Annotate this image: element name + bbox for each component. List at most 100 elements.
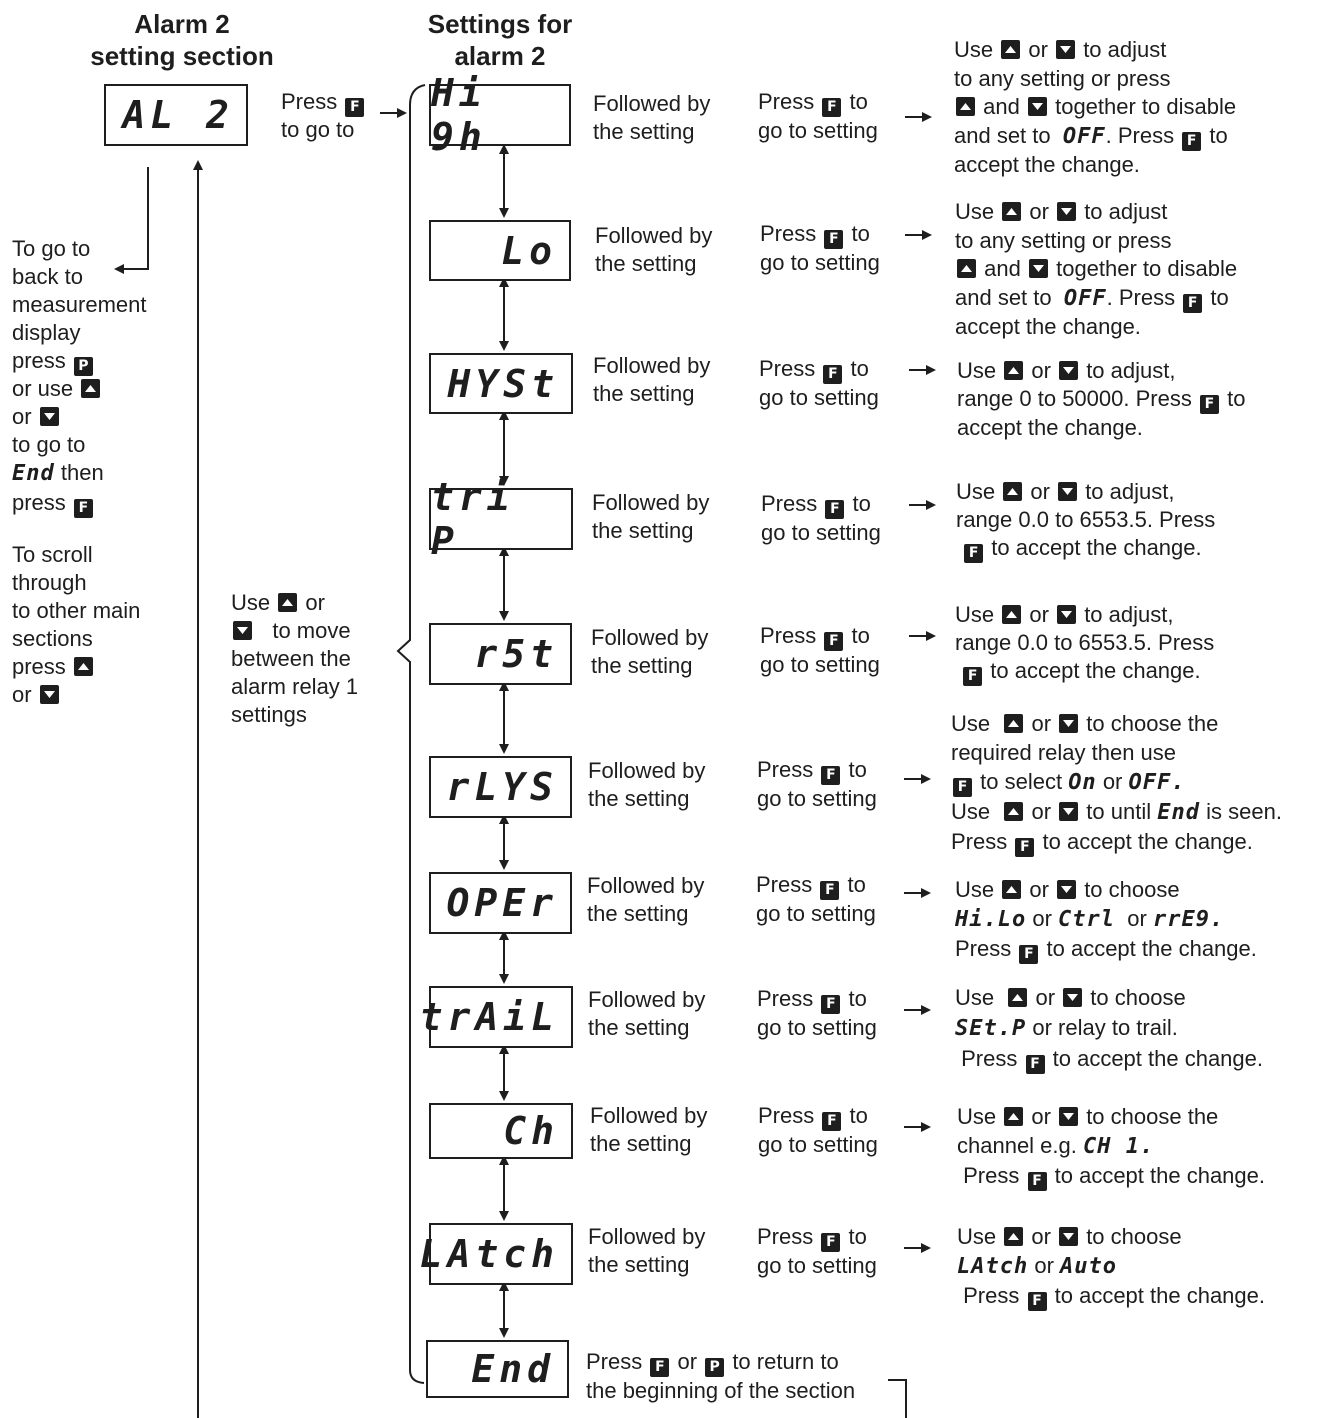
left-line: or xyxy=(12,681,61,709)
desc-word: or xyxy=(1029,602,1049,627)
press-line: Press F to xyxy=(760,220,880,249)
left-word: or xyxy=(12,404,32,429)
up-key-icon xyxy=(1004,1227,1024,1246)
desc-word: or xyxy=(1035,985,1056,1010)
desc-word: to choose the xyxy=(1086,711,1219,736)
desc-line: F to accept the change. xyxy=(956,534,1215,563)
press-line: go to setting xyxy=(757,786,877,811)
left-line: or use xyxy=(12,375,102,403)
oper-description: Use or to choose Hi.Lo or Ctrl or rrE9. … xyxy=(955,875,1257,964)
desc-word: or xyxy=(1031,358,1051,383)
desc-word: channel e.g. xyxy=(957,1133,1077,1158)
desc-word: or xyxy=(677,1349,698,1374)
left-line: press P xyxy=(12,347,95,376)
desc-line: Hi.Lo or Ctrl or rrE9. xyxy=(955,904,1257,934)
mid-word: to move xyxy=(272,618,351,643)
desc-word: to accept the change. xyxy=(1046,936,1257,961)
to-word: to xyxy=(849,1103,868,1128)
up-key-icon xyxy=(1002,880,1022,899)
left-word: then xyxy=(54,460,104,485)
up-key-icon xyxy=(1004,361,1024,380)
followed-line: Followed by xyxy=(587,873,705,898)
down-key-icon xyxy=(1058,482,1078,501)
left-line: to go to xyxy=(12,432,86,457)
desc-word: Press xyxy=(963,1283,1020,1308)
mid-line: Use or xyxy=(231,589,325,617)
setp-segment-text: SEt.P xyxy=(955,1016,1027,1041)
left-line: End then xyxy=(12,459,104,488)
left-line: sections xyxy=(12,626,93,651)
press-word: Press xyxy=(758,1103,815,1128)
end-segment-text: End xyxy=(1157,800,1200,825)
desc-word: or xyxy=(1029,199,1049,224)
desc-word: . Press xyxy=(1106,284,1176,310)
desc-word: Press xyxy=(961,1046,1018,1071)
f-key-icon: F xyxy=(1025,1055,1045,1074)
desc-word: to adjust xyxy=(1084,199,1168,224)
desc-word: to choose xyxy=(1084,877,1180,902)
followed-line: Followed by xyxy=(588,987,706,1012)
settings-heading: Settings for alarm 2 xyxy=(400,8,600,72)
f-key-icon: F xyxy=(821,766,841,785)
heading-line-1: Alarm 2 xyxy=(134,9,230,39)
desc-word: or xyxy=(1028,37,1048,62)
latch-display: LAtch xyxy=(420,1223,573,1285)
press-line: go to setting xyxy=(761,520,881,545)
down-key-icon xyxy=(1059,1107,1079,1126)
desc-word: to xyxy=(1209,122,1228,148)
desc-line: Use or to choose xyxy=(957,1222,1265,1251)
press-word: Press xyxy=(759,356,816,381)
press-line: Press F to xyxy=(757,985,877,1014)
desc-line: the beginning of the section xyxy=(586,1378,856,1403)
left-line: or xyxy=(12,403,61,431)
f-key-icon: F xyxy=(820,881,840,900)
left-line: press F xyxy=(12,489,95,518)
mid-line: alarm relay 1 xyxy=(231,674,359,699)
followed-line: Followed by xyxy=(591,625,709,650)
left-line: to other main xyxy=(12,598,141,623)
desc-word: Use xyxy=(957,358,997,383)
followed-line: the setting xyxy=(587,901,689,926)
desc-word: to return to xyxy=(732,1349,839,1374)
press-line: go to setting xyxy=(758,1132,878,1157)
desc-word: or xyxy=(1031,1104,1051,1129)
desc-line: Use or to choose xyxy=(955,875,1257,904)
down-key-icon xyxy=(1059,1227,1079,1246)
up-key-icon xyxy=(956,97,975,116)
press-line: go to setting xyxy=(760,652,880,677)
followed-line: the setting xyxy=(590,1131,692,1156)
lo-description: Use or to adjust to any setting or press… xyxy=(955,198,1237,342)
desc-word: or xyxy=(1030,479,1050,504)
on-segment-text: On xyxy=(1068,770,1097,795)
desc-word: Use xyxy=(951,711,991,736)
f-key-icon: F xyxy=(823,365,843,384)
press-line: go to setting xyxy=(758,118,878,143)
desc-word: or xyxy=(1032,906,1052,931)
desc-word: to until xyxy=(1086,799,1152,824)
desc-line: required relay then use xyxy=(951,740,1177,765)
f-key-icon: F xyxy=(1027,1292,1047,1311)
trail-display: trAiL xyxy=(420,986,573,1048)
left-word: or use xyxy=(12,376,74,401)
rlys-display: rLYS xyxy=(429,756,572,818)
up-key-icon xyxy=(1008,988,1028,1007)
desc-line: and set to OFF. Press F to xyxy=(954,122,1236,152)
latch-description: Use or to choose LAtch or Auto Press F t… xyxy=(957,1222,1265,1311)
up-key-icon xyxy=(1003,482,1023,501)
desc-word: Use xyxy=(956,479,996,504)
followed-line: the setting xyxy=(593,119,695,144)
desc-line: Use or to adjust xyxy=(955,198,1237,227)
f-key-icon: F xyxy=(963,667,983,686)
hyst-description: Use or to adjust, range 0 to 50000. Pres… xyxy=(957,357,1245,442)
desc-line: channel e.g. CH 1. xyxy=(957,1131,1265,1161)
end-description: Press F or P to return to the beginning … xyxy=(586,1348,855,1405)
up-key-icon xyxy=(1002,605,1022,624)
f-key-icon: F xyxy=(821,1233,841,1252)
p-key-icon: P xyxy=(73,357,93,376)
